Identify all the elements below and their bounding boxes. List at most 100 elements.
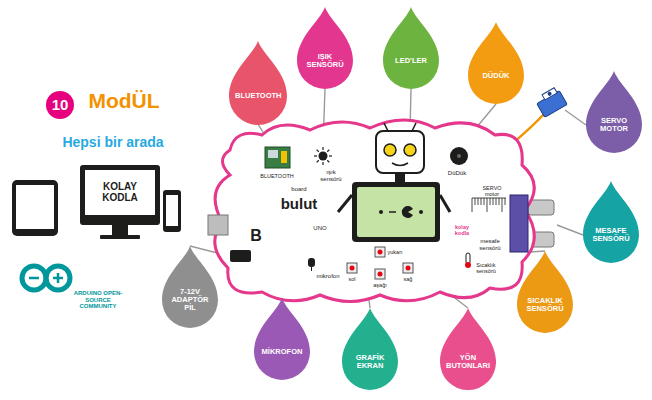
direction-buttons xyxy=(403,263,413,273)
ruler-marks xyxy=(505,198,506,205)
buzzer xyxy=(450,147,468,165)
robot-body xyxy=(379,210,383,214)
module-drop: BLUETOOTH xyxy=(229,41,287,125)
drop-shape xyxy=(383,7,439,89)
part-label: ModÜL xyxy=(88,89,159,112)
part-label: UNO xyxy=(313,225,326,232)
light-sensor xyxy=(317,150,319,152)
servo-motor xyxy=(547,91,552,96)
drop-text-area: MESAFE SENSÖRÜ xyxy=(583,207,639,263)
ruler-marks xyxy=(478,198,479,205)
part-label: SERVO motor xyxy=(477,185,507,197)
module-label: IŞIK SENSÖRÜ xyxy=(302,53,348,70)
power-jack xyxy=(230,250,251,262)
light-sensor xyxy=(327,160,329,162)
phone-icon xyxy=(163,190,181,232)
light-sensor xyxy=(329,155,332,156)
robot-head xyxy=(384,144,396,156)
part-label: Hepsi bir arada xyxy=(62,135,163,150)
direction-buttons xyxy=(378,272,383,277)
bluetooth-module xyxy=(268,150,278,158)
monitor-icon xyxy=(80,165,160,239)
module-label: 7-12V ADAPTÖR PİL xyxy=(167,288,213,313)
module-label: SERVO MOTOR xyxy=(591,117,637,134)
robot-head xyxy=(376,123,424,182)
power-jack xyxy=(230,250,251,262)
robot-body xyxy=(440,195,450,212)
module-drop: LED'LER xyxy=(383,7,439,89)
phone-icon xyxy=(166,195,178,226)
module-drop: YÖN BUTONLARI xyxy=(440,308,496,390)
light-sensor xyxy=(314,155,317,156)
buzzer xyxy=(450,147,468,165)
module-drop: 7-12V ADAPTÖR PİL xyxy=(162,246,218,328)
drop-outline xyxy=(229,41,287,125)
part-label: board xyxy=(291,186,306,193)
direction-buttons xyxy=(347,263,357,273)
ruler-marks xyxy=(487,198,488,212)
direction-buttons xyxy=(378,250,383,255)
part-label: KOLAY KODLA xyxy=(98,181,142,203)
module-count-badge xyxy=(46,91,74,119)
phone-icon xyxy=(163,190,181,232)
part-label: 10 xyxy=(52,97,69,114)
monitor-icon xyxy=(85,170,155,215)
module-label: YÖN BUTONLARI xyxy=(445,354,491,371)
robot-head xyxy=(384,123,388,131)
servo-motor xyxy=(542,88,557,100)
module-label: LED'LER xyxy=(395,57,427,65)
ultrasonic-board xyxy=(510,195,528,252)
buzzer xyxy=(457,154,461,158)
drop-outline xyxy=(254,298,310,380)
drop-outline xyxy=(162,246,218,328)
drop-shape xyxy=(254,298,310,380)
bluetooth-module xyxy=(265,147,290,168)
drop-outline xyxy=(468,22,524,104)
drop-text-area: LED'LER xyxy=(383,33,439,89)
drop-text-area: 7-12V ADAPTÖR PİL xyxy=(162,272,218,328)
part-label: kolay kodla xyxy=(449,224,475,236)
light-sensor xyxy=(319,152,328,161)
direction-buttons xyxy=(375,269,385,279)
drop-text-area: SERVO MOTOR xyxy=(586,97,642,153)
temperature-sensor xyxy=(465,253,471,268)
part-label: sol xyxy=(348,276,355,282)
module-drop: GRAFİK EKRAN xyxy=(342,308,398,390)
arduino-logo xyxy=(22,266,46,290)
light-sensor xyxy=(322,162,323,165)
robot-head xyxy=(392,163,408,166)
drop-outline xyxy=(342,308,398,390)
drop-shape xyxy=(468,22,524,104)
direction-buttons xyxy=(350,266,355,271)
robot-body xyxy=(402,206,413,218)
module-label: MİKROFON xyxy=(262,348,303,356)
module-label: DÜDÜK xyxy=(482,72,509,80)
light-sensor xyxy=(327,150,329,152)
part-label: mesafe sensörü xyxy=(473,238,507,251)
bluetooth-module xyxy=(281,151,287,163)
module-count-badge xyxy=(46,91,74,119)
leader-lines xyxy=(557,225,583,235)
arduino-logo xyxy=(57,273,60,283)
drop-shape xyxy=(229,41,287,125)
module-label: GRAFİK EKRAN xyxy=(347,354,393,371)
cloud-board xyxy=(215,120,535,302)
module-drop: SERVO MOTOR xyxy=(586,71,642,153)
tablet-icon xyxy=(16,185,54,229)
part-label: mikrofon xyxy=(316,273,339,280)
leader-lines xyxy=(565,110,586,125)
part-label: bulut xyxy=(281,196,318,213)
ruler-marks xyxy=(493,198,494,205)
light-sensor xyxy=(317,160,319,162)
monitor-icon xyxy=(80,165,160,225)
drop-text-area: IŞIK SENSÖRÜ xyxy=(297,33,353,89)
ruler-marks xyxy=(472,198,473,212)
monitor-icon xyxy=(112,225,128,235)
ruler-marks xyxy=(472,198,506,212)
tablet-icon xyxy=(12,180,58,236)
temperature-sensor xyxy=(465,262,471,268)
drop-outline xyxy=(297,7,353,89)
ruler-marks xyxy=(499,198,500,205)
robot-body xyxy=(389,211,396,213)
drop-outline xyxy=(586,71,642,153)
